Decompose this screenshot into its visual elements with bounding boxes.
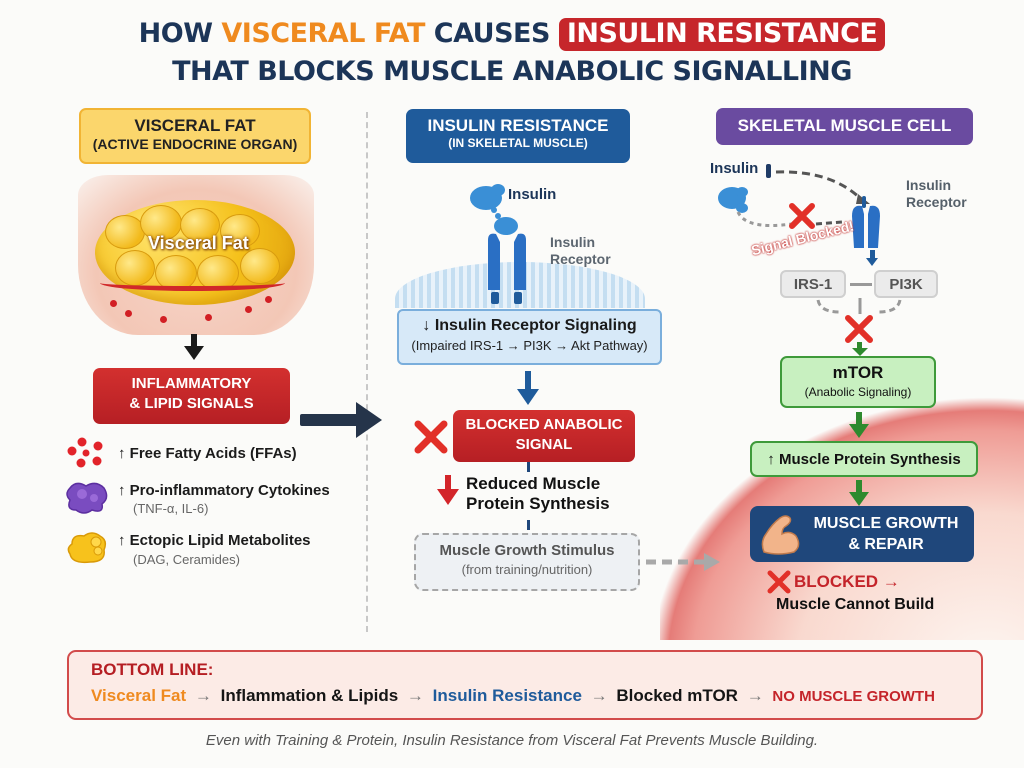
down-arrow-blue-icon: [517, 371, 539, 405]
fat-lobe: [220, 214, 260, 248]
signals-box-line1: INFLAMMATORY: [131, 375, 252, 392]
title-text-how: HOW: [138, 18, 222, 49]
signals-box-line2: & LIPID SIGNALS: [129, 394, 254, 412]
connector-line: [527, 462, 530, 472]
receptor-signaling-box: ↓ Insulin Receptor Signaling (Impaired I…: [397, 309, 662, 365]
flow-arrow-icon: →: [746, 686, 764, 705]
fat-lobe: [140, 205, 182, 241]
insulin-receptor-label: Insulin Receptor: [550, 234, 611, 268]
muscle-insulin-pathway-icon: [718, 164, 880, 266]
receptor-label-line2: Receptor: [550, 250, 611, 267]
factor-cytokines: ↑ Pro-inflammatory Cytokines: [118, 482, 330, 499]
blood-vessel-icon: [100, 275, 285, 291]
blocked-label: BLOCKED →: [794, 572, 900, 591]
muscle-receptor-line2: Receptor: [906, 193, 967, 210]
flow-step-no-muscle-growth: NO MUSCLE GROWTH: [772, 688, 935, 705]
mtor-main: mTOR: [832, 363, 884, 382]
factor-ectopic-lipids-detail: (DAG, Ceramides): [133, 552, 240, 567]
skeletal-muscle-cell-header: SKELETAL MUSCLE CELL: [716, 108, 973, 145]
page-title-line2: THAT BLOCKS MUSCLE ANABOLIC SIGNALLING: [172, 56, 852, 87]
insulin-resistance-header-title: INSULIN RESISTANCE: [427, 116, 609, 135]
visceral-fat-illustration-label: Visceral Fat: [148, 233, 249, 253]
pi3k-box: PI3K: [874, 270, 938, 298]
fat-lobe: [105, 215, 145, 249]
flow-step-insulin-resistance: Insulin Resistance: [432, 686, 582, 705]
receptor-signaling-sub: (Impaired IRS-1 → PI3K → Akt Pathway): [411, 338, 648, 353]
reduced-line2: Protein Synthesis: [466, 494, 610, 514]
down-arrow-red-icon: [437, 475, 459, 505]
growth-line2: & REPAIR: [848, 535, 924, 553]
down-arrow-green-icon: [849, 480, 869, 506]
bottom-line-flow: Visceral Fat → Inflammation & Lipids → I…: [91, 686, 981, 706]
flow-arrow-icon: →: [406, 686, 424, 705]
stimulus-sub: (from training/nutrition): [461, 562, 593, 577]
flow-step-blocked-mtor: Blocked mTOR: [616, 686, 738, 705]
blocked-box-line1: BLOCKED ANABOLIC: [465, 416, 623, 433]
insulin-label: Insulin: [508, 186, 557, 203]
muscle-insulin-label: Insulin: [710, 160, 759, 177]
insulin-receptor-icon: [470, 184, 526, 304]
fatty-acid-dots-icon: [67, 437, 103, 468]
irs1-box: IRS-1: [780, 270, 846, 298]
flow-arrow-icon: →: [590, 686, 608, 705]
muscle-protein-synthesis-box: ↑ Muscle Protein Synthesis: [750, 441, 978, 477]
blood-droplet-icon: [205, 314, 212, 321]
receptor-signaling-main: ↓ Insulin Receptor Signaling: [422, 317, 637, 334]
right-arrow-icon: [300, 402, 382, 438]
title-highlight-insulin-resistance: INSULIN RESISTANCE: [558, 18, 886, 51]
visceral-fat-header: VISCERAL FAT (ACTIVE ENDOCRINE ORGAN): [79, 108, 311, 164]
fat-lobe: [180, 208, 220, 242]
cytokine-blob-icon: [66, 482, 108, 514]
muscle-receptor-label: Insulin Receptor: [906, 177, 967, 211]
footer-caption: Even with Training & Protein, Insulin Re…: [205, 732, 819, 749]
down-arrow-green-icon: [849, 412, 869, 438]
factor-free-fatty-acids: ↑ Free Fatty Acids (FFAs): [118, 445, 297, 462]
dashed-right-arrow-icon: [646, 553, 720, 571]
blood-droplet-icon: [160, 316, 167, 323]
muscle-growth-stimulus-box: Muscle Growth Stimulus (from training/nu…: [414, 533, 640, 591]
title-text-causes: CAUSES: [424, 18, 559, 49]
receptor-label-line1: Insulin: [550, 234, 596, 250]
blocked-anabolic-signal-box: BLOCKED ANABOLIC SIGNAL: [453, 410, 635, 462]
lipid-droplet-icon: [67, 532, 107, 564]
flexed-bicep-icon: [761, 515, 800, 555]
insulin-resistance-header: INSULIN RESISTANCE (IN SKELETAL MUSCLE): [406, 109, 630, 163]
inflammatory-lipid-signals-box: INFLAMMATORY & LIPID SIGNALS: [93, 368, 290, 424]
factor-cytokines-detail: (TNF-α, IL-6): [133, 501, 209, 516]
visceral-fat-header-title: VISCERAL FAT: [134, 116, 256, 135]
irs1-pi3k-connector: [850, 283, 872, 286]
blocked-x-icon: [767, 570, 791, 594]
down-arrow-icon: [184, 334, 204, 360]
reduced-line1: Reduced Muscle: [466, 474, 601, 493]
connector-line: [527, 520, 530, 530]
factor-ectopic-lipids: ↑ Ectopic Lipid Metabolites: [118, 532, 311, 549]
mtor-sub: (Anabolic Signaling): [804, 385, 912, 399]
mtor-box: mTOR (Anabolic Signaling): [780, 356, 936, 408]
insulin-resistance-header-subtitle: (IN SKELETAL MUSCLE): [448, 136, 588, 151]
flow-step-visceral-fat: Visceral Fat: [91, 686, 187, 705]
blocked-box-line2: SIGNAL: [515, 435, 573, 453]
blocked-x-icon: [414, 420, 448, 454]
pathway-blocked-connector-icon: [816, 298, 902, 356]
column-divider-left: [366, 112, 368, 632]
blood-droplet-icon: [265, 296, 272, 303]
flow-arrow-icon: →: [194, 686, 212, 705]
blood-droplet-icon: [125, 310, 132, 317]
visceral-fat-header-subtitle: (ACTIVE ENDOCRINE ORGAN): [92, 136, 298, 153]
blood-droplet-icon: [245, 306, 252, 313]
reduced-protein-synthesis-text: Reduced Muscle Protein Synthesis: [466, 474, 610, 515]
muscle-receptor-line1: Insulin: [906, 177, 952, 193]
bottom-line-heading: BOTTOM LINE:: [91, 660, 214, 679]
muscle-cannot-build-label: Muscle Cannot Build: [776, 596, 935, 613]
flow-step-inflammation: Inflammation & Lipids: [220, 686, 399, 705]
blood-droplet-icon: [110, 300, 117, 307]
bottom-line-box: BOTTOM LINE: Visceral Fat → Inflammation…: [67, 650, 983, 720]
stimulus-main: Muscle Growth Stimulus: [439, 542, 615, 559]
title-highlight-visceral-fat: VISCERAL FAT: [221, 18, 425, 49]
growth-line1: MUSCLE GROWTH: [813, 515, 959, 532]
page-title-line1: HOW VISCERAL FAT CAUSES INSULIN RESISTAN…: [0, 18, 1024, 51]
